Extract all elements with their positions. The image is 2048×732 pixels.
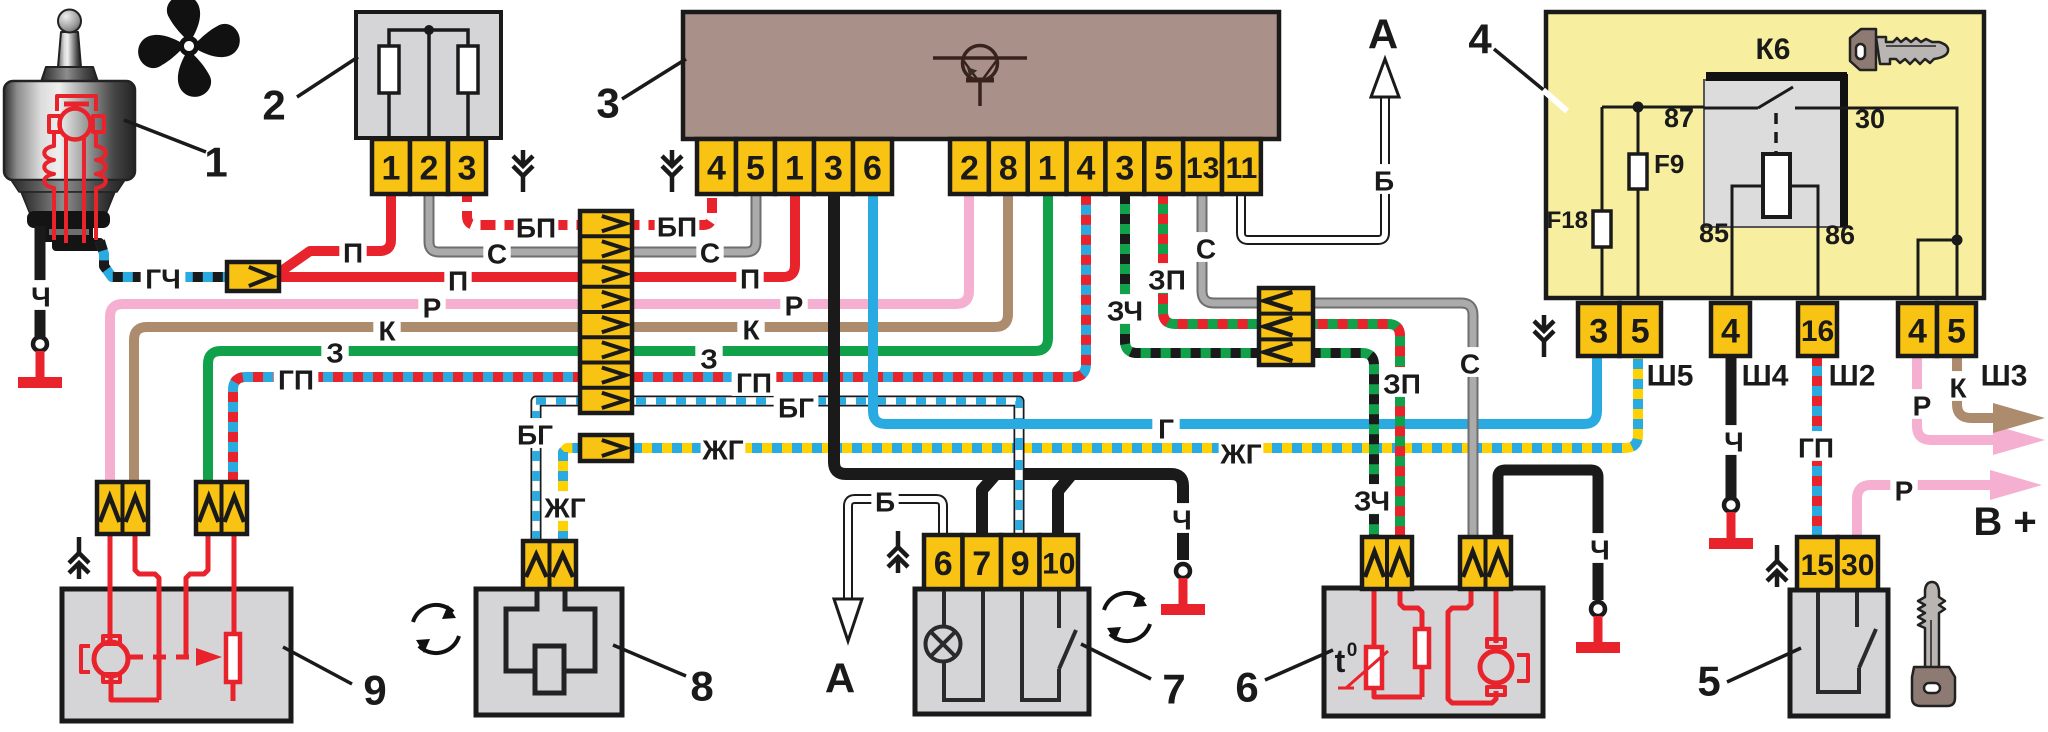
svg-text:Р: Р xyxy=(423,293,442,324)
svg-text:t: t xyxy=(1335,643,1346,679)
svg-text:2: 2 xyxy=(960,150,979,188)
svg-text:Р: Р xyxy=(785,291,804,322)
svg-text:7: 7 xyxy=(1162,666,1185,713)
svg-text:Ш3: Ш3 xyxy=(1981,360,2028,393)
svg-text:Р: Р xyxy=(1895,476,1914,507)
svg-text:Б: Б xyxy=(875,487,895,518)
svg-text:Ш5: Ш5 xyxy=(1647,360,1694,393)
svg-text:Ч: Ч xyxy=(31,282,51,313)
svg-text:F18: F18 xyxy=(1547,207,1588,234)
svg-text:9: 9 xyxy=(1011,545,1030,583)
svg-text:ГП: ГП xyxy=(736,368,772,399)
svg-text:16: 16 xyxy=(1801,315,1834,348)
svg-text:Ч: Ч xyxy=(1172,505,1192,536)
svg-text:3: 3 xyxy=(1115,150,1134,188)
svg-text:П: П xyxy=(343,238,363,269)
svg-text:86: 86 xyxy=(1825,220,1855,250)
svg-text:ГП: ГП xyxy=(1798,433,1834,464)
svg-text:ЖГ: ЖГ xyxy=(543,493,585,524)
svg-text:3: 3 xyxy=(458,150,477,188)
svg-text:6: 6 xyxy=(934,545,953,583)
svg-text:6: 6 xyxy=(863,150,882,188)
svg-text:7: 7 xyxy=(972,545,991,583)
svg-text:К6: К6 xyxy=(1756,33,1791,66)
svg-text:БГ: БГ xyxy=(517,420,553,451)
svg-text:БП: БП xyxy=(657,212,697,243)
svg-text:БГ: БГ xyxy=(778,393,814,424)
svg-text:ЗП: ЗП xyxy=(1148,265,1186,296)
svg-text:10: 10 xyxy=(1042,548,1075,581)
svg-text:5: 5 xyxy=(1631,313,1650,351)
svg-text:ЖГ: ЖГ xyxy=(701,435,743,466)
svg-text:А: А xyxy=(1368,11,1398,58)
svg-text:4: 4 xyxy=(1908,313,1927,351)
svg-text:К: К xyxy=(742,315,760,346)
svg-text:Р: Р xyxy=(1913,391,1932,422)
svg-text:8: 8 xyxy=(999,150,1018,188)
svg-text:БП: БП xyxy=(516,213,556,244)
svg-text:ЗЧ: ЗЧ xyxy=(1107,296,1143,327)
svg-text:6: 6 xyxy=(1235,664,1258,711)
svg-text:А: А xyxy=(825,655,855,702)
svg-text:F9: F9 xyxy=(1654,149,1684,179)
svg-text:5: 5 xyxy=(746,150,765,188)
svg-text:Ш4: Ш4 xyxy=(1742,360,1789,393)
svg-text:ГЧ: ГЧ xyxy=(145,264,181,295)
svg-text:Б: Б xyxy=(1374,166,1394,197)
svg-text:С: С xyxy=(487,239,507,270)
svg-text:Ч: Ч xyxy=(1724,427,1744,458)
svg-text:3: 3 xyxy=(596,80,619,127)
svg-text:3: 3 xyxy=(824,150,843,188)
svg-text:К: К xyxy=(1949,373,1967,404)
svg-text:4: 4 xyxy=(707,150,726,188)
svg-text:С: С xyxy=(1460,349,1480,380)
svg-text:1: 1 xyxy=(1038,150,1057,188)
svg-text:С: С xyxy=(700,238,720,269)
svg-text:П: П xyxy=(740,264,760,295)
svg-text:Ш2: Ш2 xyxy=(1829,360,1876,393)
svg-text:Г: Г xyxy=(1158,414,1174,445)
svg-text:30: 30 xyxy=(1841,549,1874,582)
svg-text:В +: В + xyxy=(1973,500,2036,544)
svg-text:2: 2 xyxy=(262,82,285,129)
svg-text:87: 87 xyxy=(1664,103,1694,133)
svg-text:З: З xyxy=(326,338,344,369)
svg-text:ЖГ: ЖГ xyxy=(1219,439,1261,470)
svg-text:13: 13 xyxy=(1186,152,1219,185)
svg-text:1: 1 xyxy=(204,139,227,186)
svg-text:4: 4 xyxy=(1721,313,1740,351)
svg-text:5: 5 xyxy=(1154,150,1173,188)
svg-text:С: С xyxy=(1196,234,1216,265)
svg-text:3: 3 xyxy=(1589,313,1608,351)
svg-text:4: 4 xyxy=(1077,150,1096,188)
svg-text:30: 30 xyxy=(1855,104,1885,134)
svg-text:1: 1 xyxy=(785,150,804,188)
svg-text:85: 85 xyxy=(1699,218,1729,248)
svg-text:П: П xyxy=(448,266,468,297)
svg-text:ЗЧ: ЗЧ xyxy=(1354,486,1390,517)
svg-text:5: 5 xyxy=(1697,658,1720,705)
svg-text:К: К xyxy=(378,316,396,347)
svg-text:11: 11 xyxy=(1226,152,1258,185)
svg-text:З: З xyxy=(700,344,718,375)
svg-text:15: 15 xyxy=(1801,549,1834,582)
svg-text:4: 4 xyxy=(1468,16,1492,63)
svg-text:2: 2 xyxy=(420,150,439,188)
svg-text:9: 9 xyxy=(363,667,386,714)
svg-text:8: 8 xyxy=(690,663,713,710)
svg-text:ЗП: ЗП xyxy=(1383,369,1421,400)
svg-text:ГП: ГП xyxy=(278,365,314,396)
svg-text:0: 0 xyxy=(1347,640,1358,661)
svg-text:Ч: Ч xyxy=(1590,535,1610,566)
svg-text:5: 5 xyxy=(1947,313,1966,351)
svg-text:1: 1 xyxy=(382,150,401,188)
